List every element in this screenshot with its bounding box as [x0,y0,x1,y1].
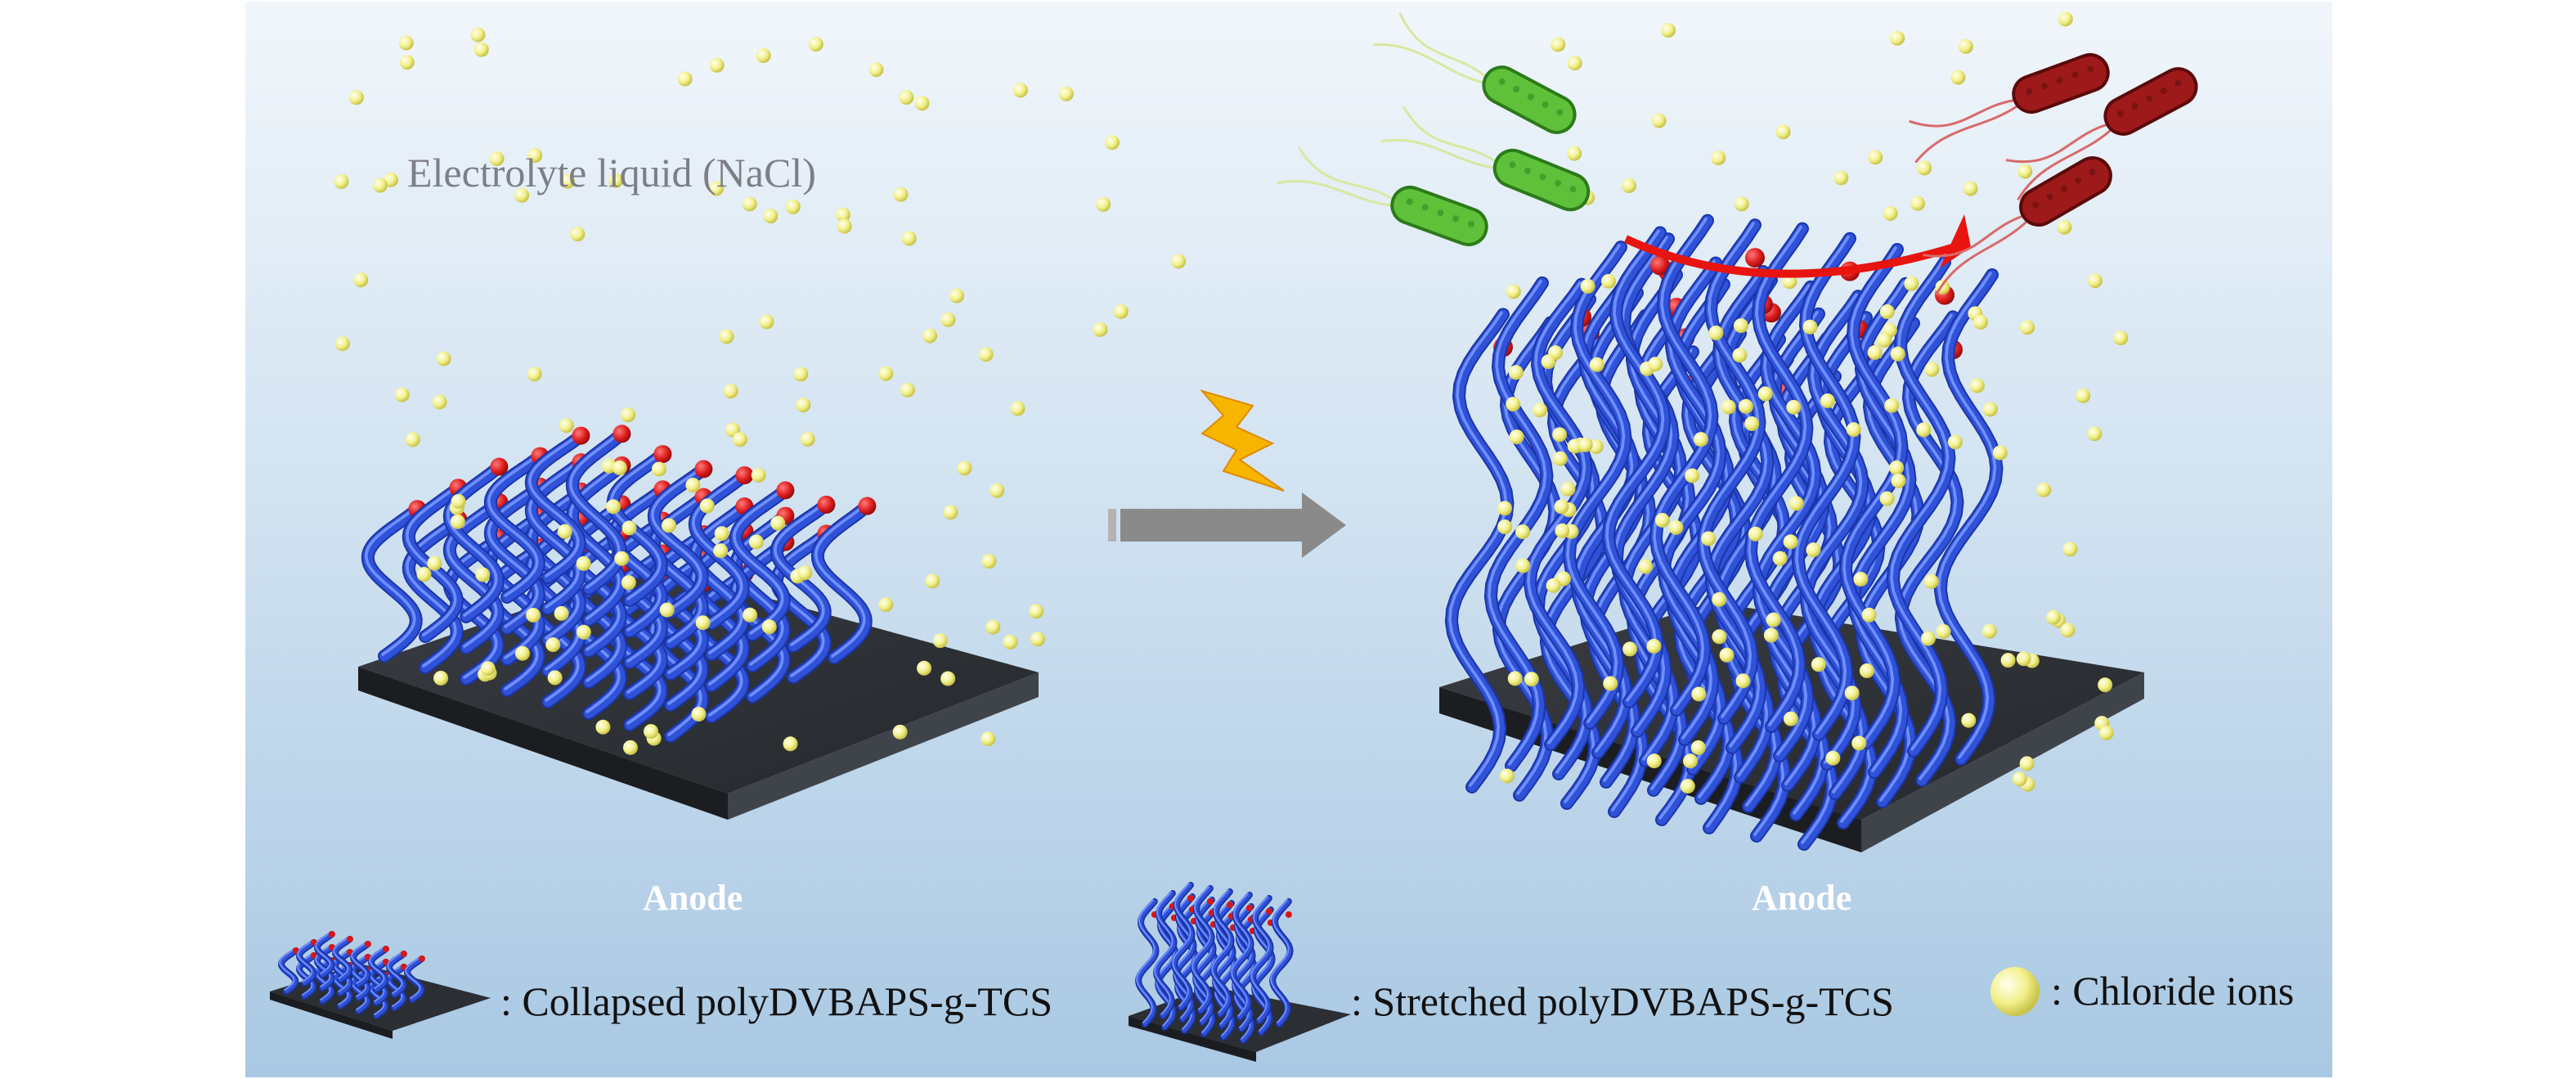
anode-left-label: Anode [643,878,743,918]
legend-collapsed-icon [270,931,491,1039]
bacteria-icon [1909,53,2198,295]
chloride-ions [334,11,2129,794]
legend-chloride-label: : Chloride ions [2051,968,2295,1014]
process-arrow-icon [1108,492,1346,558]
bacteria-icon [1277,11,1591,246]
electrolyte-label: Electrolyte liquid (NaCl) [407,150,816,196]
schematic-drawing [270,11,2198,1062]
lightning-bolt-icon [1200,389,1285,492]
legend-stretched-label: : Stretched polyDVBAPS-g-TCS [1351,978,1894,1024]
legend-collapsed-label: : Collapsed polyDVBAPS-g-TCS [500,978,1053,1024]
legend-stretched-icon [1129,882,1351,1062]
anode-right-label: Anode [1752,878,1852,918]
stretched-polymer-brush [1444,214,2004,851]
legend-chloride-ion [1990,967,2040,1016]
figure-panel: Electrolyte liquid (NaCl) Anode Anode : … [245,2,2332,1077]
